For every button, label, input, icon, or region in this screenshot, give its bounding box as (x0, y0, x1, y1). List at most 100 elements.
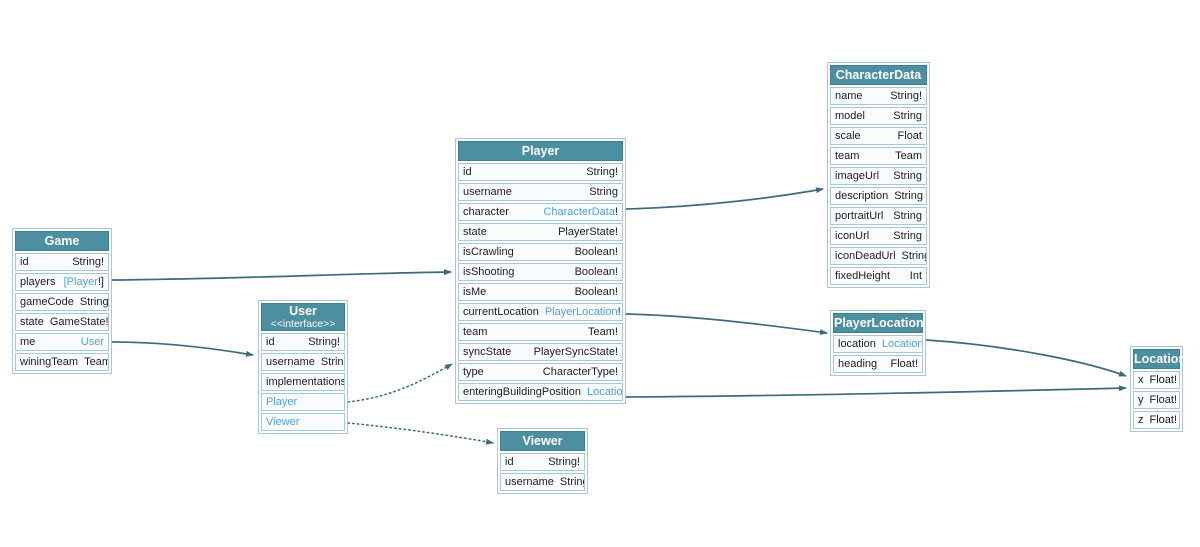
field-row-player-currentlocation: currentLocation PlayerLocation! (458, 303, 623, 321)
field-type: Float (898, 130, 922, 142)
field-type: Team (895, 150, 922, 162)
type-text: ! (617, 306, 621, 318)
type-text: String! (72, 256, 104, 268)
table-header-game: Game (15, 231, 109, 251)
type-link-player[interactable]: [Player (63, 276, 98, 288)
type-text: String (893, 230, 922, 242)
field-type: String (901, 250, 926, 262)
field-type: String (560, 476, 584, 488)
type-text: Team (895, 150, 922, 162)
type-text: Boolean! (574, 266, 618, 278)
table-header-player: Player (458, 141, 623, 161)
field-name: fixedHeight (835, 270, 891, 282)
edge-game-players-to-player (111, 269, 452, 281)
field-row-characterdata-iconurl: iconUrl String (830, 227, 927, 245)
type-link-location[interactable]: Location (587, 386, 623, 398)
field-type: Float! (1150, 374, 1178, 386)
field-name: iconUrl (835, 230, 870, 242)
type-link-playerlocation[interactable]: PlayerLocation (544, 306, 618, 318)
type-text: String! (308, 336, 340, 348)
field-type: Float! (1150, 394, 1178, 406)
edge-player-enteringbuildingposition-to-location (625, 385, 1127, 398)
table-title: User (289, 304, 317, 318)
field-type: String! (890, 90, 922, 102)
field-name: iconDeadUrl (835, 250, 896, 262)
field-name: character (463, 206, 509, 218)
type-text: String (901, 250, 926, 262)
field-row-player-character: character CharacterData! (458, 203, 623, 221)
field-name: me (20, 336, 36, 348)
table-title: Player (521, 144, 560, 158)
type-text: ! (614, 206, 618, 218)
field-name: isShooting (463, 266, 515, 278)
type-link-viewer[interactable]: Viewer (266, 416, 300, 428)
type-link-location[interactable]: Location (881, 338, 923, 350)
edge-player-character-to-characterdata (625, 187, 824, 210)
type-text: !] (97, 276, 104, 288)
table-title: CharacterData (835, 68, 922, 82)
edge-playerlocation-location-to-location (925, 339, 1127, 377)
type-text: String (893, 210, 922, 222)
type-text: Float! (1149, 394, 1178, 406)
field-name: team (835, 150, 860, 162)
type-text: Int (909, 270, 922, 282)
type-link-characterdata[interactable]: CharacterData (543, 206, 615, 218)
field-name: state (20, 316, 44, 328)
field-row-location-x: x Float! (1133, 371, 1180, 389)
type-text: Team (84, 356, 109, 368)
type-text: String (893, 110, 922, 122)
field-row-player-isme: isMe Boolean! (458, 283, 623, 301)
field-name: heading (838, 358, 878, 370)
type-text: String! (890, 90, 922, 102)
field-row-user-implementations: implementations (261, 373, 345, 391)
field-name: implementations (266, 376, 345, 388)
field-type: PlayerState! (558, 226, 618, 238)
field-type: String (893, 210, 922, 222)
field-name: x (1138, 374, 1144, 386)
table-subtitle: <<interface>> (270, 318, 336, 330)
field-name: currentLocation (463, 306, 539, 318)
field-name: team (463, 326, 488, 338)
field-name: type (463, 366, 484, 378)
field-type: String (589, 186, 618, 198)
field-row-characterdata-team: team Team (830, 147, 927, 165)
type-link-user[interactable]: User (80, 336, 104, 348)
field-name: isMe (463, 286, 487, 298)
type-text: Boolean! (574, 246, 618, 258)
table-title: Game (44, 234, 80, 248)
field-type: Boolean! (575, 286, 618, 298)
field-type: User (81, 336, 104, 348)
table-title: PlayerLocation (834, 316, 924, 330)
field-type: String! (308, 336, 340, 348)
field-type: String (893, 110, 922, 122)
field-row-player-isshooting: isShooting Boolean! (458, 263, 623, 281)
type-table-playerlocation: PlayerLocationlocationLocation!headingFl… (830, 310, 926, 376)
table-title: Viewer (522, 434, 563, 448)
field-type: String (893, 230, 922, 242)
table-header-playerlocation: PlayerLocation (833, 313, 924, 333)
type-text: String! (79, 296, 109, 308)
type-link-player[interactable]: Player (266, 396, 298, 408)
field-name: id (505, 456, 514, 468)
field-type: String (321, 356, 344, 368)
type-text: String! (548, 456, 580, 468)
type-text: String (893, 170, 922, 182)
